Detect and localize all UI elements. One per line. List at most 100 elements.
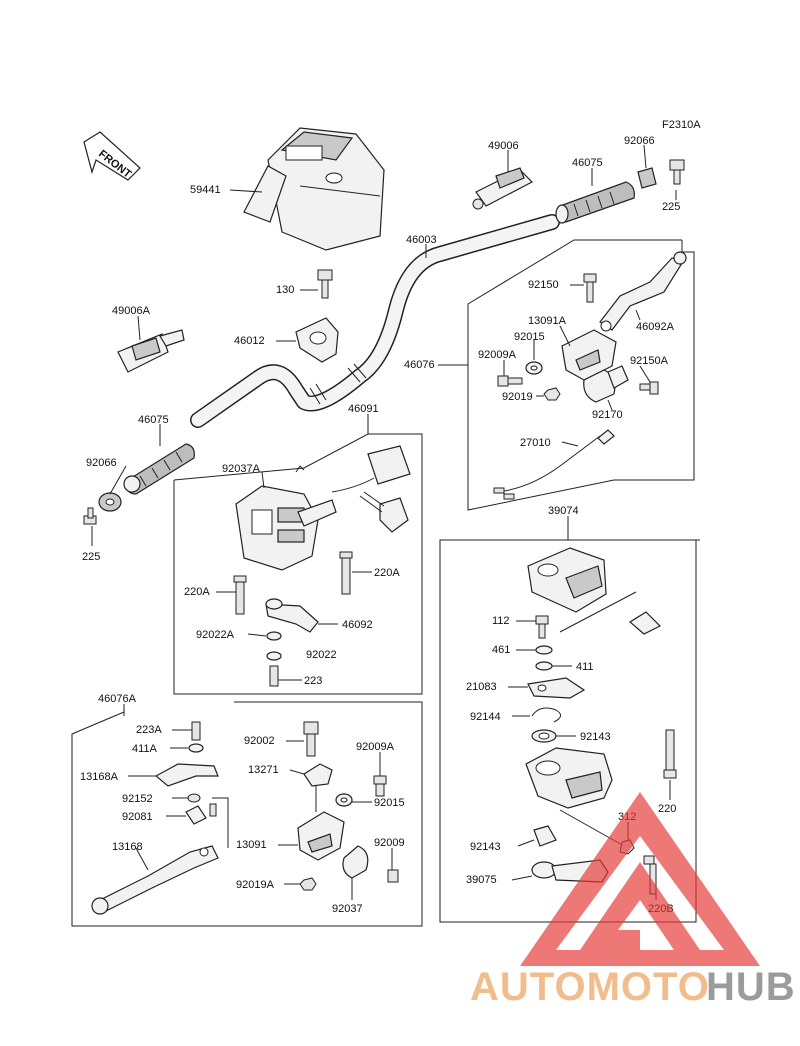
washer-92015-bottom — [335, 793, 353, 807]
part-label-46092A: 46092A — [636, 321, 675, 333]
part-label-220A-left: 220A — [184, 586, 210, 598]
part-label-13271: 13271 — [248, 764, 279, 776]
screw-220A-left — [233, 575, 247, 615]
part-label-92002: 92002 — [244, 735, 275, 747]
part-label-92152: 92152 — [122, 793, 153, 805]
part-label-92143-bottom: 92143 — [470, 841, 501, 853]
part-label-92066-left: 92066 — [86, 457, 117, 469]
part-label-92019A: 92019A — [236, 879, 275, 891]
assembly-box-46091 — [173, 433, 423, 695]
part-label-49006A: 49006A — [112, 305, 151, 317]
part-label-220: 220 — [658, 803, 676, 815]
clamp-92037 — [342, 845, 369, 879]
watermark-logo: AUTOMOTO HUB — [470, 792, 796, 1009]
part-label-92066-right: 92066 — [624, 135, 655, 147]
pivot-bolt-92150 — [583, 273, 597, 303]
part-label-46091: 46091 — [348, 403, 379, 415]
part-label-46076: 46076 — [404, 359, 435, 371]
spring-92144 — [531, 707, 561, 723]
clamp-92170 — [583, 365, 629, 403]
bolt-92002 — [303, 721, 319, 757]
part-label-92037A: 92037A — [222, 463, 261, 475]
part-label-13168A: 13168A — [80, 771, 119, 783]
part-label-46092: 46092 — [342, 619, 373, 631]
part-label-92009: 92009 — [374, 837, 405, 849]
nut-92152 — [187, 793, 201, 803]
part-label-46075-right: 46075 — [572, 157, 603, 169]
washer-411A — [188, 743, 204, 753]
right-grip — [555, 181, 635, 224]
choke-lever-46092 — [265, 598, 319, 633]
bolt-92009A-top — [497, 375, 523, 387]
handlebar-cover — [243, 127, 385, 251]
right-bar-end-bolt — [669, 159, 685, 185]
throttle-clip — [628, 611, 662, 635]
part-label-461: 461 — [492, 644, 510, 656]
part-label-46012: 46012 — [234, 335, 265, 347]
nut-92019A — [299, 877, 317, 891]
handlebar-clamp — [295, 317, 339, 363]
switch-housing-92037A — [235, 485, 337, 571]
bracket-13091 — [297, 811, 345, 861]
part-label-92015-bottom: 92015 — [374, 797, 405, 809]
screw-112 — [535, 615, 549, 639]
clamp-bolt — [317, 269, 333, 299]
bolt-92009 — [387, 869, 399, 883]
plate-21083 — [527, 677, 586, 699]
part-label-92081: 92081 — [122, 811, 153, 823]
part-label-27010: 27010 — [520, 437, 551, 449]
left-bar-end-weight — [98, 492, 122, 512]
clamp-13271 — [303, 763, 333, 787]
part-label-92022: 92022 — [306, 649, 337, 661]
screw-223 — [269, 665, 279, 687]
front-arrow-icon: FRONT — [83, 131, 141, 181]
part-label-92015-top: 92015 — [514, 331, 545, 343]
part-label-92150: 92150 — [528, 279, 559, 291]
left-bar-end-bolt — [83, 507, 97, 525]
brake-lever-13168 — [91, 845, 219, 915]
throttle-case-body — [525, 747, 613, 809]
part-label-92022A: 92022A — [196, 629, 235, 641]
part-label-92009A-bottom: 92009A — [356, 741, 395, 753]
part-label-46003: 46003 — [406, 234, 437, 246]
part-label-92037: 92037 — [332, 903, 363, 915]
screw-220 — [663, 729, 677, 779]
part-label-112: 112 — [492, 615, 510, 627]
part-label-411: 411 — [576, 661, 594, 673]
handlebar — [190, 214, 560, 428]
washer-461 — [535, 645, 553, 655]
part-label-92150A: 92150A — [630, 355, 669, 367]
switch-cable-27010 — [493, 429, 615, 500]
right-bar-end-weight — [637, 167, 657, 189]
part-label-92170: 92170 — [592, 409, 623, 421]
part-label-225-left: 225 — [82, 551, 100, 563]
bolt-92150A — [639, 381, 659, 395]
diagram-code: F2310A — [662, 119, 701, 131]
part-label-13091: 13091 — [236, 839, 267, 851]
seal-92143-top — [531, 729, 557, 743]
lever-46092A — [599, 251, 687, 332]
watermark-text-a: AUTOMOTO — [470, 965, 710, 1009]
watermark-triangle-icon — [520, 792, 760, 966]
part-label-46076A: 46076A — [98, 693, 137, 705]
part-label-59441: 59441 — [190, 184, 221, 196]
assembly-box-46076A — [71, 701, 423, 927]
washer-92022 — [266, 651, 282, 661]
part-label-223: 223 — [304, 675, 322, 687]
watermark-text-b: HUB — [706, 965, 796, 1009]
washer-92015-top — [525, 361, 543, 375]
seal-92143-bottom — [533, 825, 557, 847]
part-label-225-right: 225 — [662, 201, 680, 213]
bracket-13168A — [154, 763, 219, 787]
screw-223A — [191, 721, 201, 741]
part-label-223A: 223A — [136, 724, 162, 736]
assembly-box-46076 — [467, 239, 695, 511]
throttle-case-cover — [527, 547, 607, 613]
part-label-411A: 411A — [132, 743, 158, 755]
spring-92081 — [185, 797, 229, 848]
bracket-13091A — [561, 329, 617, 381]
part-label-13091A: 13091A — [528, 315, 567, 327]
part-label-49006: 49006 — [488, 140, 519, 152]
part-label-46075-left: 46075 — [138, 414, 169, 426]
right-grip-cap — [472, 167, 534, 210]
